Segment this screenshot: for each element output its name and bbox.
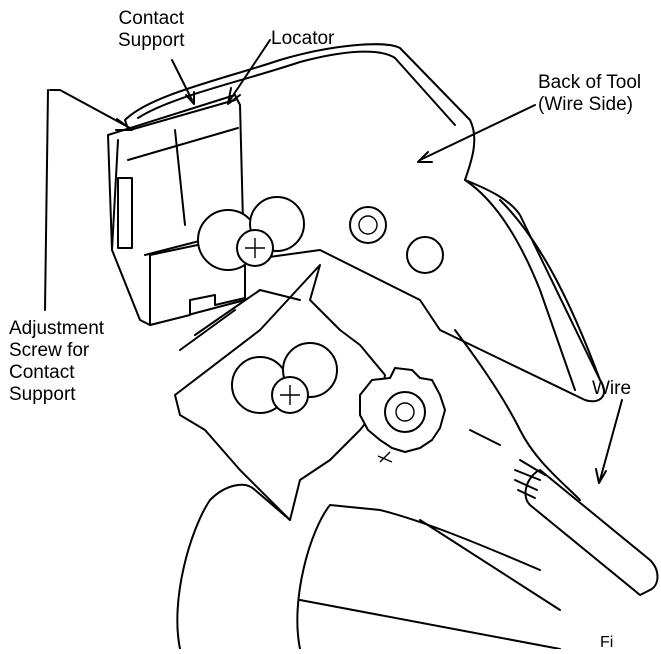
label-contact-support: Contact Support: [118, 8, 185, 51]
wire-drawing: [469, 429, 659, 596]
label-adjustment-screw: Adjustment Screw for Contact Support: [9, 318, 105, 405]
label-wire: Wire: [592, 378, 632, 399]
label-locator: Locator: [271, 28, 335, 49]
leader-lines: [44, 39, 623, 484]
ratchet-gear: [359, 367, 446, 463]
label-back-of-tool: Back of Tool (Wire Side): [538, 72, 642, 115]
handles: [176, 199, 601, 649]
lower-jaw: [174, 264, 386, 521]
contact-support-block: [107, 94, 251, 326]
pivot-post: [349, 206, 444, 274]
upper-die-screws: [197, 196, 305, 271]
label-partial-caption: Fi: [600, 634, 614, 651]
